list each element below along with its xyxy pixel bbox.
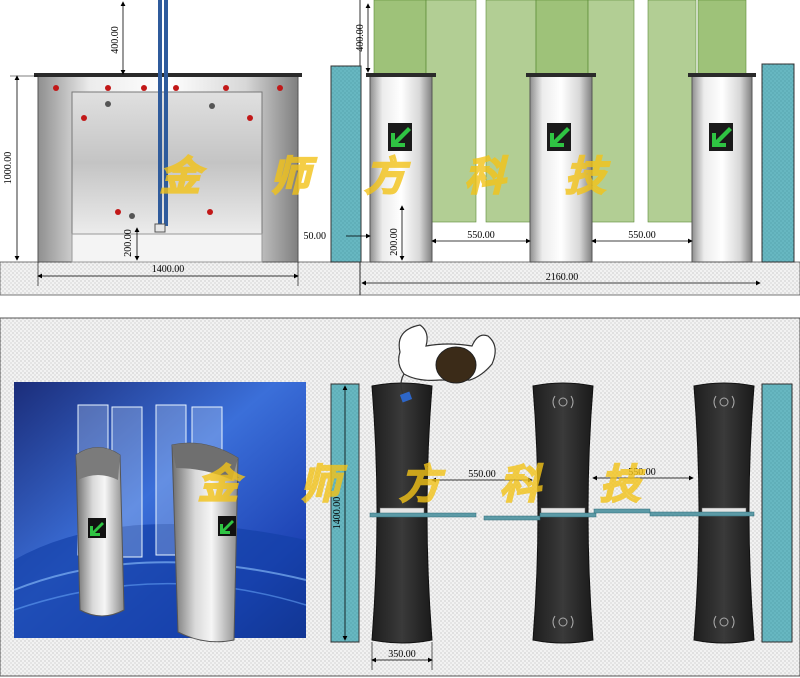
plan-dim-cabinet-width: 350.00 bbox=[388, 649, 416, 660]
front-cabinet-base bbox=[71, 233, 263, 263]
svg-text:师: 师 bbox=[270, 154, 317, 200]
svg-text:师: 师 bbox=[300, 462, 347, 508]
card-reader-icon bbox=[552, 395, 574, 629]
side-dim-total-width: 2160.00 bbox=[546, 272, 579, 283]
plan-dim-lane-1: 550.00 bbox=[468, 469, 496, 480]
svg-text:技: 技 bbox=[565, 154, 610, 200]
side-wall-right bbox=[761, 63, 795, 263]
card-reader-icon bbox=[713, 395, 735, 629]
front-dim-height: 1000.00 bbox=[3, 152, 14, 185]
side-dim-bottom-gap: 200.00 bbox=[389, 228, 400, 256]
front-dim-bottom-gap: 200.00 bbox=[123, 229, 134, 257]
svg-text:方: 方 bbox=[400, 462, 445, 508]
svg-text:方: 方 bbox=[365, 154, 410, 200]
svg-text:金: 金 bbox=[160, 154, 206, 200]
plan-wall-right bbox=[761, 383, 793, 643]
front-pole bbox=[158, 0, 162, 226]
front-indicator-lights bbox=[53, 85, 283, 219]
person-top-view bbox=[398, 324, 496, 403]
green-arrow-down-left-icon bbox=[220, 520, 234, 534]
watermark-bottom: 金 师 方 科 技 bbox=[197, 461, 646, 509]
side-pillar-3 bbox=[688, 73, 756, 263]
front-floor bbox=[0, 261, 361, 296]
glass-wings bbox=[373, 0, 747, 223]
side-pillar-2 bbox=[526, 73, 596, 263]
side-elevation: 400.00 50.00 200.00 550.00 550.00 2160.0… bbox=[304, 0, 800, 296]
side-dim-wall-gap: 50.00 bbox=[304, 231, 327, 242]
plan-dim-depth: 1400.00 bbox=[332, 497, 343, 530]
side-floor bbox=[359, 261, 800, 296]
green-arrow-down-left-icon bbox=[90, 522, 104, 536]
side-dim-lane-1: 550.00 bbox=[467, 230, 495, 241]
front-dim-width: 1400.00 bbox=[152, 264, 185, 275]
svg-text:科: 科 bbox=[465, 154, 508, 200]
green-arrow-down-left-icon bbox=[391, 127, 411, 147]
watermark-top: 金 师 方 科 技 bbox=[159, 153, 611, 201]
side-dim-lane-2: 550.00 bbox=[628, 230, 656, 241]
green-arrow-down-left-icon bbox=[712, 127, 732, 147]
front-pole-foot bbox=[154, 223, 166, 233]
side-wall-left bbox=[330, 65, 362, 263]
plan-wings bbox=[369, 508, 755, 521]
front-elevation: 400.00 1000.00 200.00 1400.00 bbox=[0, 0, 361, 296]
svg-text:技: 技 bbox=[600, 462, 645, 508]
front-dim-height-top: 400.00 bbox=[110, 26, 121, 54]
green-arrow-down-left-icon bbox=[550, 127, 570, 147]
access-card bbox=[399, 391, 413, 403]
plan-dim-lane-2: 550.00 bbox=[628, 467, 656, 478]
svg-text:科: 科 bbox=[500, 462, 543, 508]
svg-text:金: 金 bbox=[198, 462, 244, 508]
side-dim-height-top: 400.00 bbox=[355, 24, 366, 52]
front-pole-2 bbox=[164, 0, 168, 226]
product-photo bbox=[13, 382, 307, 643]
